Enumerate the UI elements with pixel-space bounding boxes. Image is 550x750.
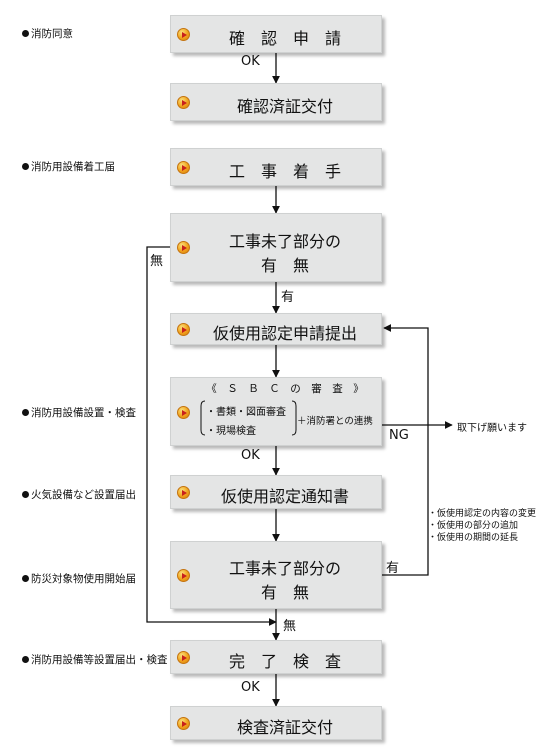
step-start-work: 工 事 着 手 — [170, 148, 382, 186]
bracket-icon — [291, 400, 297, 436]
step-inspection-certificate: 検査済証交付 — [170, 706, 382, 740]
step-label: 仮使用認定通知書 — [220, 487, 349, 506]
bullet-icon — [22, 491, 29, 498]
step-confirm-certificate: 確認済証交付 — [170, 83, 382, 121]
bullet-icon — [22, 409, 29, 416]
play-icon — [177, 323, 190, 336]
side-label-fire-prevention-start: 防災対象物使用開始届 — [22, 571, 136, 586]
side-label-start-notice: 消防用設備着工届 — [22, 159, 115, 174]
step-label: 確認済証交付 — [236, 97, 333, 116]
step-label: 完 了 検 査 — [228, 652, 341, 671]
label-present-2: 有 — [386, 561, 400, 576]
bullet-icon — [22, 163, 29, 170]
step-label: 工 事 着 手 — [228, 162, 341, 181]
side-label-fire-consent: 消防同意 — [22, 26, 73, 41]
bracket-icon — [200, 400, 206, 436]
label-withdraw: 取下げ願います — [457, 423, 527, 434]
play-icon — [177, 717, 190, 730]
bullet-icon — [22, 656, 29, 663]
step-completion-inspection: 完 了 検 査 — [170, 640, 382, 674]
play-icon — [177, 406, 190, 419]
step-label: 検査済証交付 — [236, 718, 333, 737]
step-label-line1: 工事未了部分の — [228, 559, 341, 578]
step-sbc-review: 《 Ｓ Ｂ Ｃ の 審 査 》 ・書類・図面審査 ・現場検査 ＋消防署との連携 — [170, 377, 382, 446]
play-icon — [177, 161, 190, 174]
note-change-content: ・仮使用認定の内容の変更 — [428, 509, 537, 519]
path-present-loop — [382, 324, 429, 576]
side-label-fire-equipment-notice: 火気設備など設置届出 — [22, 487, 136, 502]
path-absent-bypass — [146, 246, 277, 626]
label-absent-1: 無 — [150, 254, 164, 269]
label-ng: NG — [389, 428, 409, 443]
note-extend-period: ・仮使用の期間の延長 — [428, 533, 519, 543]
review-fire-department: ＋消防署との連携 — [297, 416, 373, 427]
play-icon — [177, 486, 190, 499]
label-absent-2: 無 — [283, 619, 297, 634]
step-confirm-application: 確 認 申 請 — [170, 15, 382, 53]
step-temp-use-application: 仮使用認定申請提出 — [170, 313, 382, 345]
step-temp-use-notice: 仮使用認定通知書 — [170, 475, 382, 509]
label-ok-1: OK — [241, 54, 260, 69]
review-item-site: ・現場検査 — [206, 426, 256, 437]
play-icon — [177, 28, 190, 41]
step-label-line1: 工事未了部分の — [228, 232, 341, 251]
play-icon — [177, 651, 190, 664]
play-icon — [177, 241, 190, 254]
step-label: 仮使用認定申請提出 — [212, 324, 357, 343]
step-label-line2: 有 無 — [260, 583, 309, 602]
label-ok-2: OK — [241, 448, 260, 463]
note-add-portion: ・仮使用の部分の追加 — [428, 521, 519, 531]
step-label-line2: 有 無 — [260, 256, 309, 275]
play-icon — [177, 96, 190, 109]
label-ok-3: OK — [241, 680, 260, 695]
step-unfinished-question-2: 工事未了部分の 有 無 — [170, 541, 382, 609]
bullet-icon — [22, 30, 29, 37]
step-label: 確 認 申 請 — [228, 29, 341, 48]
play-icon — [177, 569, 190, 582]
bullet-icon — [22, 575, 29, 582]
step-unfinished-question: 工事未了部分の 有 無 — [170, 213, 382, 282]
label-present-1: 有 — [281, 290, 295, 305]
side-label-equipment-setup-notice: 消防用設備等設置届出・検査 — [22, 652, 168, 667]
review-item-documents: ・書類・図面審査 — [206, 407, 286, 418]
side-label-install-inspect: 消防用設備設置・検査 — [22, 405, 136, 420]
review-title: 《 Ｓ Ｂ Ｃ の 審 査 》 — [206, 383, 364, 395]
